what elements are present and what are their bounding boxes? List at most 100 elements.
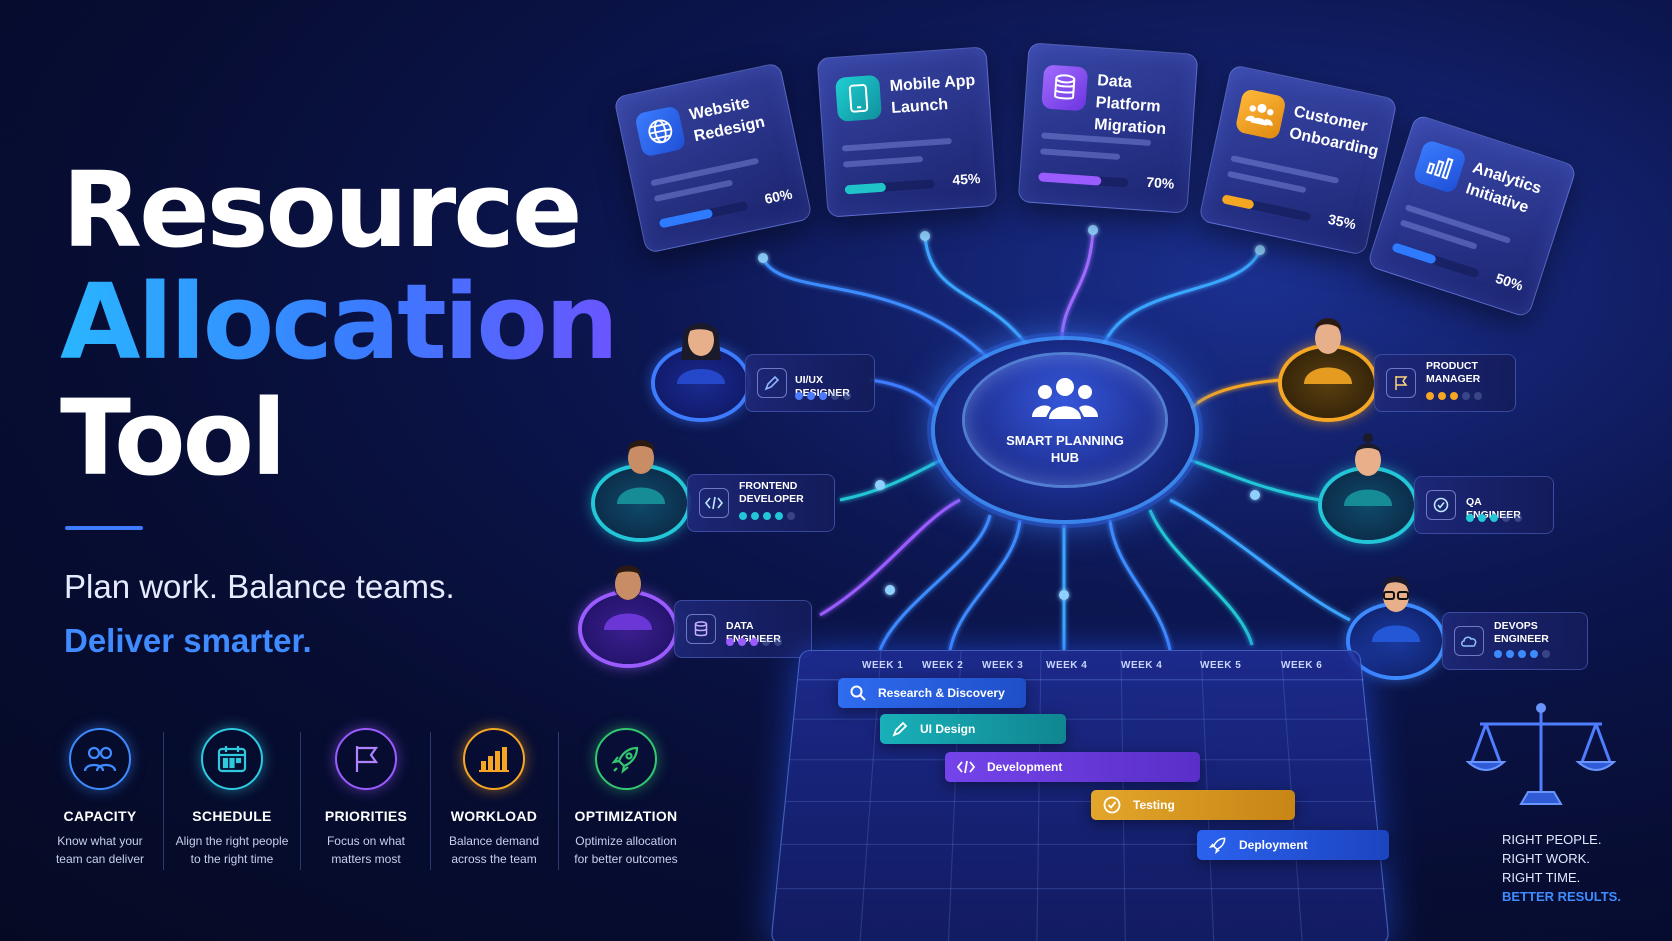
week-label: WEEK 6 (1281, 660, 1323, 671)
gantt-task-ui-design[interactable]: UI Design (880, 714, 1066, 744)
skill-dot-empty (1542, 650, 1550, 658)
role-card (1442, 612, 1588, 670)
progress-fill (844, 182, 886, 195)
gantt-task-research[interactable]: Research & Discovery (838, 678, 1026, 708)
gantt-task-label: Testing (1133, 798, 1175, 812)
skill-dot-filled (1490, 514, 1498, 522)
gantt-task-label: Research & Discovery (878, 686, 1005, 700)
feature-title: CAPACITY (63, 808, 137, 824)
skill-dot-filled (1506, 650, 1514, 658)
feature-title: OPTIMIZATION (574, 808, 678, 824)
gantt-task-testing[interactable]: Testing (1091, 790, 1295, 820)
slogan-line: RIGHT WORK. (1502, 851, 1590, 866)
progress-percent: 50% (1493, 269, 1526, 294)
analytics-icon (1411, 138, 1468, 195)
progress-percent: 45% (951, 170, 981, 188)
placeholder-line (1039, 148, 1121, 160)
project-name: Launch (890, 96, 949, 118)
skill-dot-empty (1462, 392, 1470, 400)
skill-dot-filled (1426, 392, 1434, 400)
feature-desc: for better outcomes (574, 852, 678, 866)
avatar (1344, 433, 1392, 506)
tagline-primary: Plan work. Balance teams. (64, 568, 455, 605)
project-name: Data Platform (1095, 72, 1162, 116)
avatar (604, 565, 652, 630)
feature-desc: Focus on what (326, 834, 406, 848)
feature-title: PRIORITIES (324, 808, 408, 824)
week-label: WEEK 4 (1121, 660, 1163, 671)
database-icon (1041, 64, 1089, 112)
pen-icon (757, 368, 787, 398)
skill-dot-filled (1518, 650, 1526, 658)
week-label: WEEK 3 (982, 660, 1024, 671)
gantt-task-label: Deployment (1239, 838, 1308, 852)
role-name: MANAGER (1426, 373, 1481, 385)
feature-divider (300, 732, 301, 870)
week-label: WEEK 1 (862, 660, 904, 671)
bar-chart-icon (463, 728, 525, 790)
skill-dot-empty (831, 392, 839, 400)
week-label: WEEK 2 (922, 660, 964, 671)
placeholder-line (841, 137, 952, 152)
calendar-icon (201, 728, 263, 790)
role-name: FRONTEND (739, 480, 798, 492)
progress-fill (1391, 242, 1437, 265)
skill-dot-filled (750, 638, 758, 646)
skill-dot-empty (774, 638, 782, 646)
role-card (1374, 354, 1516, 412)
planning-hub[interactable] (965, 355, 1165, 485)
skill-dot-empty (1474, 392, 1482, 400)
skill-dots (726, 638, 782, 646)
globe-icon (634, 105, 687, 158)
progress-fill (1038, 172, 1102, 186)
week-label: WEEK 4 (1046, 660, 1088, 671)
avatar (1304, 318, 1352, 384)
skill-dot-empty (1514, 514, 1522, 522)
code-icon (957, 760, 975, 774)
gantt-task-deployment[interactable]: Deployment (1197, 830, 1389, 860)
rocket-icon (1209, 836, 1227, 854)
feature-title: SCHEDULE (192, 808, 272, 824)
feature-desc: Know what your (57, 834, 143, 848)
hub-label-line: HUB (1050, 450, 1080, 465)
cloud-icon (1454, 626, 1484, 656)
skill-dot-filled (775, 512, 783, 520)
role-name: DEVELOPER (739, 493, 804, 505)
progress-percent: 70% (1145, 173, 1175, 192)
skill-dot-filled (739, 512, 747, 520)
avatar (1372, 576, 1420, 642)
role-card (687, 474, 835, 532)
check-icon (1103, 796, 1121, 814)
skill-dot-filled (1438, 392, 1446, 400)
gantt-task-label: Development (987, 760, 1063, 774)
skill-dots (739, 512, 795, 520)
balance-scale-icon (1466, 703, 1616, 805)
flag-icon (335, 728, 397, 790)
gantt-task-development[interactable]: Development (945, 752, 1200, 782)
project-name: Mobile App (889, 72, 976, 96)
tagline-accent: Deliver smarter. (64, 622, 312, 659)
team-icon (69, 728, 131, 790)
progress-percent: 35% (1326, 210, 1358, 233)
gantt-task-label: UI Design (920, 722, 976, 736)
role-name: ENGINEER (1494, 633, 1549, 645)
rocket-icon (595, 728, 657, 790)
feature-priorities: PRIORITIES Focus on what matters most (302, 728, 430, 868)
feature-divider (163, 732, 164, 870)
feature-desc: to the right time (190, 852, 274, 866)
skill-dots (1494, 650, 1550, 658)
feature-desc: matters most (331, 852, 401, 866)
avatar (677, 323, 725, 384)
skill-dot-empty (762, 638, 770, 646)
page-title-line-1: Resource (62, 149, 582, 271)
